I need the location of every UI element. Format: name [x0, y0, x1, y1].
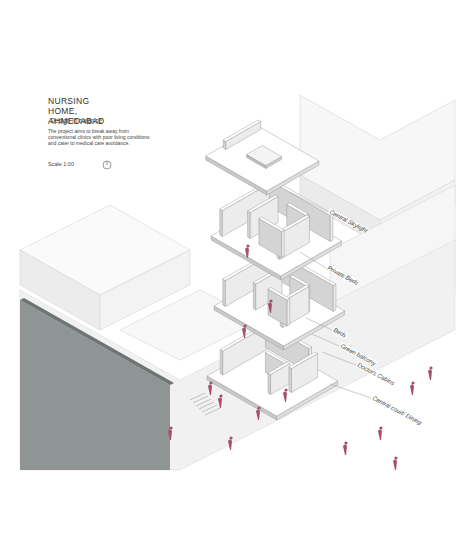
human-figure: [228, 436, 233, 450]
iso-face: [268, 362, 290, 375]
human-figure: [268, 299, 273, 313]
human-figure: [245, 244, 250, 258]
stair-step: [199, 402, 214, 409]
iso-face: [333, 284, 336, 312]
human-figure: [256, 406, 261, 420]
scale-note: Scale 1:00: [48, 161, 74, 167]
iso-face: [290, 275, 310, 287]
iso-face: [268, 288, 290, 301]
human-figure: [428, 366, 433, 380]
iso-face: [259, 217, 284, 232]
iso-face: [287, 203, 309, 216]
iso-face: [220, 209, 223, 237]
iso-face: [220, 350, 223, 376]
iso-face: [268, 373, 271, 395]
iso-face: [206, 126, 319, 191]
description: The project aims to break away from conv…: [48, 128, 158, 146]
iso-face: [223, 120, 260, 142]
iso-face: [289, 367, 292, 393]
callout-label: Central court/ Dining: [371, 394, 424, 426]
iso-face: [247, 146, 282, 166]
human-figure: [378, 426, 383, 440]
iso-face: [289, 352, 318, 369]
human-figure: [208, 381, 213, 395]
stair-step: [190, 393, 205, 400]
iso-face: [248, 195, 279, 213]
iso-face: [253, 283, 256, 311]
human-figure: [168, 426, 173, 440]
subtitle: -Design in balance': [48, 117, 103, 124]
human-figure: [410, 381, 415, 395]
stair-step: [205, 408, 220, 415]
iso-face: [287, 299, 290, 327]
human-figure: [242, 324, 247, 338]
stair-step: [193, 396, 208, 403]
human-figure: [393, 456, 398, 470]
human-figure: [283, 388, 288, 402]
iso-face: [248, 211, 251, 239]
iso-face: [223, 279, 226, 307]
stair-step: [202, 405, 217, 412]
iso-face: [330, 214, 333, 242]
human-figure: [218, 394, 223, 408]
iso-face: [282, 230, 285, 258]
stair-step: [196, 399, 211, 406]
iso-face: [265, 351, 287, 364]
human-figure: [343, 441, 348, 455]
